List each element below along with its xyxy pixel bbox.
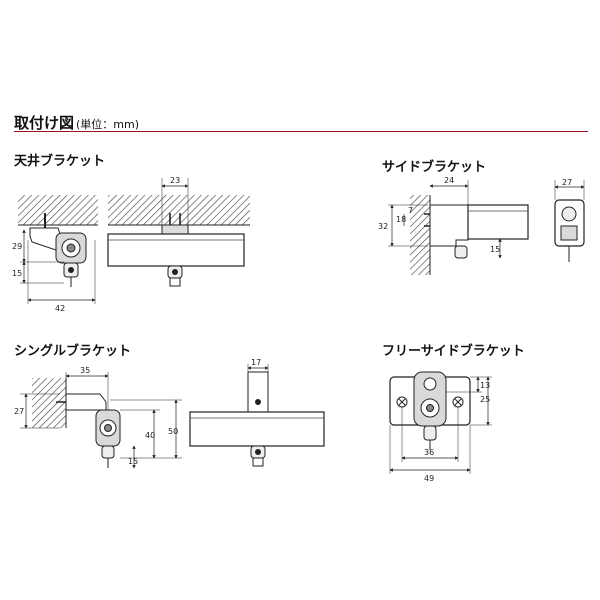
dim-single-e: 50	[168, 427, 178, 436]
dim-ceiling-b: 15	[12, 269, 22, 278]
section-side-title: サイドブラケット	[382, 160, 487, 175]
dim-free-b: 25	[480, 395, 490, 404]
dim-single-b: 27	[14, 407, 24, 416]
page-title-text: 取付け図	[14, 114, 75, 132]
free-side-bracket-drawing: 13 25 36 49	[389, 371, 492, 483]
dim-side-f: 27	[562, 178, 572, 187]
dim-ceiling-c: 42	[55, 304, 65, 313]
dim-free-d: 49	[424, 474, 434, 483]
side-rail	[467, 204, 529, 240]
title-rule	[14, 131, 588, 132]
dim-side-c: 18	[396, 215, 406, 224]
section-single-title: シングルブラケット	[14, 344, 132, 359]
dim-ceiling-a: 29	[12, 242, 22, 251]
dim-single-c: 40	[145, 431, 155, 440]
section-free-side-title: フリーサイドブラケット	[382, 344, 525, 359]
dim-side-a: 24	[444, 176, 454, 185]
single-bracket-drawing: 35 27 40 15 50 17	[14, 358, 325, 469]
section-ceiling-title: 天井ブラケット	[14, 154, 106, 169]
page-title: 取付け図(単位：mm)	[14, 112, 139, 133]
side-wall	[410, 195, 430, 275]
dim-side-e: 15	[490, 245, 500, 254]
dim-ceiling-d: 23	[170, 176, 180, 185]
dim-free-c: 36	[424, 448, 434, 457]
dim-free-a: 13	[480, 381, 490, 390]
dim-single-a: 35	[80, 366, 90, 375]
dim-single-d: 15	[128, 457, 138, 466]
side-bracket-drawing: 24 32 7 18 15 27	[378, 176, 585, 275]
ceiling-slab-front	[108, 195, 250, 225]
single-rail	[189, 411, 325, 447]
unit-note: (単位：mm)	[76, 118, 140, 131]
ceiling-bracket-drawing: 29 15 42 23	[12, 176, 250, 313]
dim-single-f: 17	[251, 358, 261, 367]
dim-side-d: 32	[378, 222, 388, 231]
ceiling-slab	[18, 195, 98, 225]
ceiling-rail	[107, 233, 245, 267]
single-wall	[32, 378, 66, 428]
dim-side-b: 7	[408, 206, 413, 215]
